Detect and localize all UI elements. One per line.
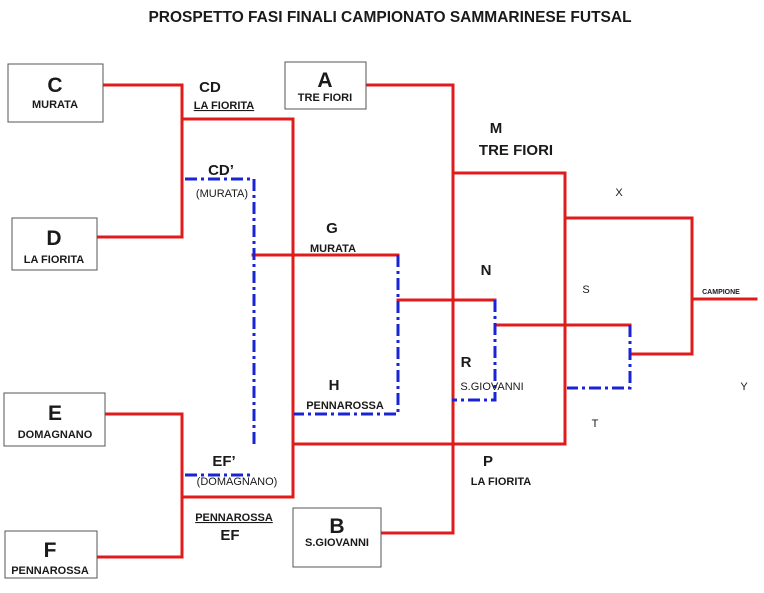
match-t-code: T — [592, 418, 599, 430]
winner-lines — [96, 83, 758, 559]
team-e-name: DOMAGNANO — [18, 429, 93, 441]
team-box-c: C MURATA — [7, 63, 104, 123]
team-box-d: D LA FIORITA — [11, 217, 98, 271]
match-h-code: H — [329, 377, 340, 394]
loser-lines — [185, 177, 632, 477]
line-cd-to-ef — [180, 117, 295, 499]
team-box-e: E DOMAGNANO — [3, 392, 106, 447]
team-a-letter: A — [317, 69, 332, 92]
page-title: PROSPETTO FASI FINALI CAMPIONATO SAMMARI… — [148, 9, 631, 26]
match-cd-loser-team: (MURATA) — [196, 188, 248, 200]
match-cd-winner: LA FIORITA — [194, 100, 255, 112]
match-x-code: X — [615, 187, 623, 199]
team-box-f: F PENNAROSSA — [4, 530, 98, 579]
match-p-code: P — [483, 453, 493, 470]
team-f-name: PENNAROSSA — [11, 565, 89, 577]
match-s-code: S — [582, 284, 589, 296]
line-h — [294, 255, 400, 416]
match-m-code: M — [490, 120, 503, 137]
match-r-code: R — [461, 354, 472, 371]
champion-label: CAMPIONE — [702, 289, 740, 296]
line-cd-loser — [185, 177, 256, 445]
team-b-letter: B — [329, 515, 344, 538]
team-a-name: TRE FIORI — [298, 92, 352, 104]
match-n-code: N — [481, 262, 492, 279]
team-b-name: S.GIOVANNI — [305, 537, 369, 549]
line-m-p — [291, 171, 567, 446]
team-f-letter: F — [44, 539, 57, 562]
line-c-d-to-cd — [96, 83, 184, 239]
match-cd-code: CD — [199, 79, 221, 96]
match-ef-winner: PENNAROSSA — [195, 512, 273, 524]
team-box-b: B S.GIOVANNI — [292, 507, 382, 568]
match-g-code: G — [326, 220, 338, 237]
team-d-name: LA FIORITA — [24, 254, 85, 266]
match-ef-loser-code: EF’ — [212, 453, 235, 470]
team-e-letter: E — [48, 402, 62, 425]
match-ef-loser-team: (DOMAGNANO) — [197, 476, 278, 488]
match-r-team: S.GIOVANNI — [460, 381, 523, 393]
line-r — [452, 300, 497, 402]
match-h-team: PENNAROSSA — [306, 400, 384, 412]
line-a-b — [364, 83, 455, 535]
team-c-letter: C — [47, 74, 62, 97]
team-box-a: A TRE FIORI — [284, 61, 367, 110]
match-ef-code: EF — [220, 527, 239, 544]
team-d-letter: D — [46, 227, 61, 250]
line-x — [563, 216, 694, 356]
match-y-code: Y — [740, 381, 748, 393]
match-cd-loser-code: CD’ — [208, 162, 234, 179]
team-c-name: MURATA — [32, 99, 78, 111]
line-e-f-to-ef — [96, 412, 184, 559]
line-t — [567, 325, 632, 390]
match-p-team: LA FIORITA — [471, 476, 532, 488]
match-m-team: TRE FIORI — [479, 142, 553, 159]
match-g-team: MURATA — [310, 243, 356, 255]
